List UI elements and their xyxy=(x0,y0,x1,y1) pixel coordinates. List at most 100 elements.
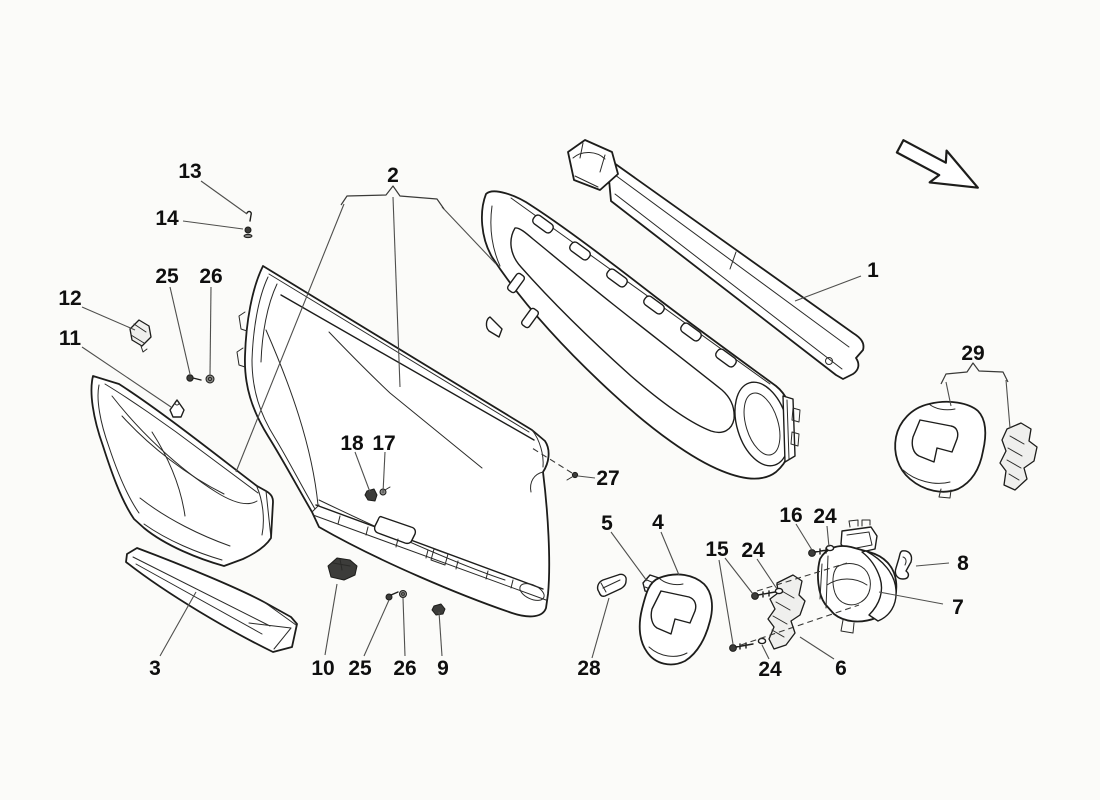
drawing-detail-line xyxy=(757,637,767,645)
drawing-detail-line xyxy=(315,504,544,590)
drawing-detail-line xyxy=(174,400,180,406)
callout-label-28: 28 xyxy=(577,657,601,680)
drawing-detail-line xyxy=(571,471,579,479)
drawing-detail-line xyxy=(520,307,540,329)
fastener-26-nut-bottom xyxy=(399,590,407,598)
callout-6-leader-line xyxy=(799,636,835,660)
drawing-detail-line xyxy=(648,577,688,657)
callout-label-14: 14 xyxy=(155,207,179,230)
drawing-detail-line xyxy=(680,322,702,342)
callout-label-24: 24 xyxy=(758,658,782,681)
fastener-15-bolt-lower xyxy=(729,642,754,652)
callout-10-leader-line xyxy=(324,583,338,656)
callout-2-leader-line xyxy=(392,196,401,388)
callout-label-8: 8 xyxy=(957,552,969,575)
callout-26-leader-line xyxy=(402,597,406,657)
callout-label-18: 18 xyxy=(340,432,364,455)
drawing-detail-line xyxy=(205,374,215,384)
drawing-detail-line xyxy=(600,579,621,593)
drawing-detail-line xyxy=(399,590,407,598)
callout-14-leader-line xyxy=(182,220,244,230)
callout-label-25: 25 xyxy=(348,657,372,680)
part-6-bracket xyxy=(767,574,806,650)
drawing-detail-line xyxy=(519,583,545,601)
drawing-detail-line xyxy=(786,399,790,460)
drawing-detail-line xyxy=(111,395,258,505)
callout-label-6: 6 xyxy=(835,657,847,680)
drawing-detail-line xyxy=(207,376,213,382)
callout-26-leader-line xyxy=(209,286,212,376)
door-card-handle-cutout xyxy=(373,515,417,545)
callout-label-16: 16 xyxy=(779,504,802,527)
part-8-spring-hook xyxy=(894,550,913,580)
drawing-detail-line xyxy=(251,276,316,510)
callout-11-leader-line xyxy=(81,346,172,408)
drawing-detail-line xyxy=(782,395,796,463)
drawing-detail-line xyxy=(143,523,223,561)
callout-24-leader-line xyxy=(761,644,770,660)
callout-3-leader-line xyxy=(159,591,197,657)
callout-label-5: 5 xyxy=(601,512,613,535)
drawing-detail-line xyxy=(902,403,956,499)
callout-label-17: 17 xyxy=(372,432,395,455)
drawing-detail-line xyxy=(311,504,320,513)
callout-label-2: 2 xyxy=(387,164,399,187)
drawing-detail-line xyxy=(151,431,186,517)
callout-label-24: 24 xyxy=(741,539,765,562)
fastener-24-washer-mid xyxy=(774,587,784,595)
drawing-detail-line xyxy=(243,233,253,239)
drawing-detail-line xyxy=(506,272,526,294)
drawing-detail-line xyxy=(236,311,248,368)
drawing-detail-line xyxy=(490,205,501,267)
callout-label-15: 15 xyxy=(705,538,729,561)
callout-label-25: 25 xyxy=(155,265,179,288)
callout-25-leader-line xyxy=(169,286,191,375)
callout-15-leader-line xyxy=(718,559,734,645)
callout-label-11: 11 xyxy=(59,327,82,350)
callout-27-leader-line xyxy=(577,475,596,479)
part-29-cover-shell xyxy=(894,400,987,499)
drawing-detail-line xyxy=(90,375,274,567)
callout-25-leader-line xyxy=(363,599,390,657)
callout-8-leader-line xyxy=(915,562,950,567)
fastener-24-washer-top xyxy=(825,544,835,552)
callout-13-leader-line xyxy=(200,180,248,215)
drawing-detail-line xyxy=(650,590,697,635)
part-29-mount-bracket xyxy=(999,422,1038,491)
drawing-detail-line xyxy=(510,227,735,434)
callout-label-7: 7 xyxy=(952,596,964,619)
drawing-detail-line xyxy=(280,294,535,441)
callout-layer: 1234567891011121314151617182424242525262… xyxy=(58,160,1011,681)
drawing-detail-line xyxy=(743,392,781,456)
callout-28-leader-line xyxy=(591,597,610,659)
callout-12-leader-line xyxy=(81,306,136,331)
drawing-detail-line xyxy=(606,157,865,380)
drawing-detail-line xyxy=(846,519,873,550)
part-upper-trim-strip xyxy=(567,139,865,380)
callout-label-9: 9 xyxy=(437,657,449,680)
drawing-detail-line xyxy=(384,486,391,491)
drawing-detail-line xyxy=(97,384,140,514)
callout-18-leader-line xyxy=(354,451,371,493)
drawing-detail-line xyxy=(715,348,737,368)
drawing-detail-line xyxy=(130,323,148,353)
fastener-13-pin xyxy=(246,210,252,222)
frame-mount-pads xyxy=(506,272,540,329)
callout-24-leader-line xyxy=(826,525,830,548)
fastener-12-clip xyxy=(129,319,152,353)
callout-label-26: 26 xyxy=(393,657,416,680)
part-door-card xyxy=(236,265,551,618)
callout-label-29: 29 xyxy=(961,342,984,365)
callout-label-1: 1 xyxy=(867,259,879,282)
part-4-handle-cover xyxy=(638,573,713,666)
drawing-detail-line xyxy=(808,549,816,557)
drawing-detail-line xyxy=(430,548,449,566)
callout-29-leader-line xyxy=(945,381,952,407)
part-sill-strip xyxy=(125,547,298,653)
drawing-detail-line xyxy=(337,515,514,589)
callout-15-leader-line xyxy=(724,557,754,595)
drawing-detail-line xyxy=(643,295,665,315)
fastener-14-screw xyxy=(243,226,253,239)
drawing-detail-line xyxy=(390,591,399,596)
